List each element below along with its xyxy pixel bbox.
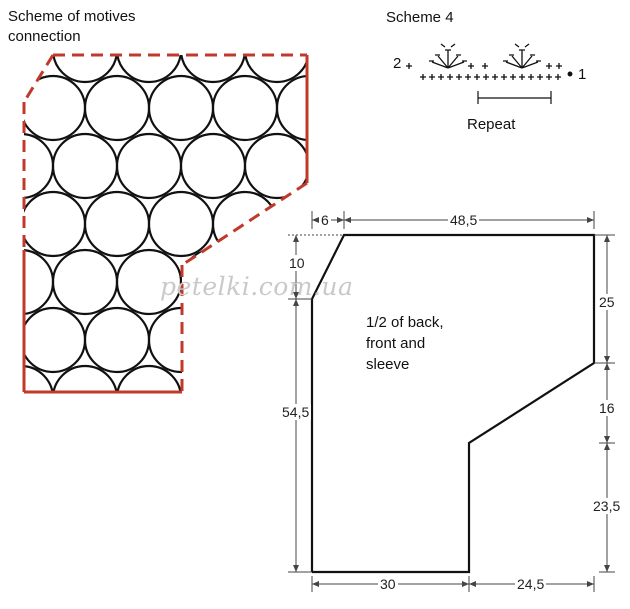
repeat-bracket [477,91,552,104]
motives-circles [24,55,307,392]
dim-left-top: 10 [287,255,307,271]
row-1-label: 1 [578,66,587,83]
part-line1: 1/2 of back, [366,314,444,331]
motives-title-line1: Scheme of motives [8,8,136,25]
part-description: 1/2 of back, front and sleeve [366,312,486,375]
watermark: petelki.com.ua [160,272,354,301]
dimension-lines [288,211,615,592]
part-line2: front and [366,335,426,352]
scheme4-symbols [406,43,573,104]
row1-stitches [420,74,561,80]
motives-title-line2: connection [8,28,81,45]
dim-top-small: 6 [319,212,331,228]
row-2-label: 2 [393,55,402,72]
dim-bottom-right: 24,5 [515,576,547,592]
dim-bottom-left: 30 [378,576,398,592]
row2-stitches [406,43,562,69]
dim-right-top: 25 [597,294,617,310]
pattern-piece [310,233,596,574]
dim-left-long: 54,5 [280,404,312,420]
dim-right-mid: 16 [597,400,617,416]
dim-top-wide: 48,5 [448,212,480,228]
dim-right-bottom: 23,5 [591,498,623,514]
repeat-label: Repeat [467,116,516,133]
scheme4-title: Scheme 4 [386,9,454,26]
dimension-arrows [293,217,610,587]
part-line3: sleeve [366,356,410,373]
motives-outline [22,53,309,394]
motives-scheme-title: Scheme of motives connection [8,7,198,47]
